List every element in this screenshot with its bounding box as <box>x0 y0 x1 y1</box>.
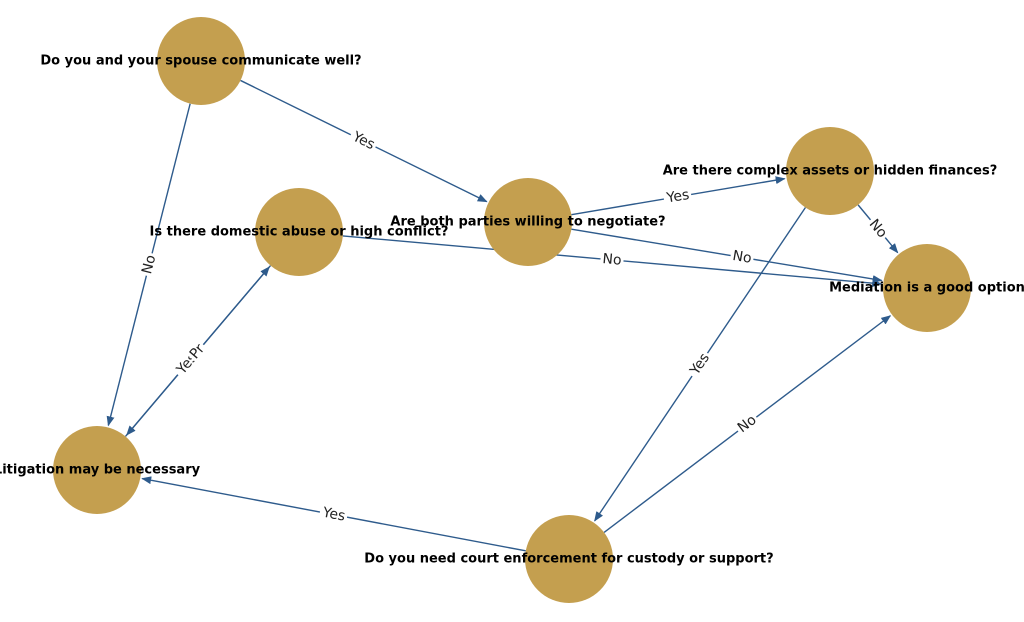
node-negotiate[interactable] <box>484 178 572 266</box>
edge-label-text: No <box>602 251 622 269</box>
node-label-litigation: Litigation may be necessary <box>0 463 201 478</box>
node-abuse[interactable] <box>255 188 343 276</box>
edge-label-text: No <box>866 216 890 241</box>
node-label-abuse: Is there domestic abuse or high conflict… <box>150 225 449 240</box>
edges-layer <box>106 79 899 552</box>
edge-label-background <box>137 251 161 278</box>
edge-label-text: No <box>731 248 752 267</box>
edge-label-background <box>346 126 380 156</box>
edge-label-text: Yes <box>320 505 346 525</box>
edge-label-abuse-to-mediation: No <box>599 249 625 270</box>
edge-label-enforcement-to-mediation: No <box>732 409 762 439</box>
edge-label-background <box>662 185 693 208</box>
node-label-mediation: Mediation is a good option <box>829 281 1024 296</box>
edge-label-text: No <box>735 412 760 436</box>
edge-label-text: No <box>139 253 159 275</box>
edge-label-background <box>184 338 211 365</box>
node-litigation[interactable] <box>53 426 141 514</box>
edge-label-background <box>863 214 893 244</box>
edge-label-assets-to-mediation: No <box>863 214 893 244</box>
edge-label-background <box>684 348 715 382</box>
edge-label-communicate-to-negotiate: Yes <box>346 126 380 156</box>
edge-label-text: Yes <box>665 187 691 207</box>
edge-label-background <box>318 503 349 526</box>
node-labels-layer: Do you and your spouse communicate well?… <box>0 54 1024 567</box>
edge-label-communicate-to-litigation: No <box>137 251 161 278</box>
edge-label-negotiate-to-mediation: No <box>729 246 755 269</box>
edge-label-enforcement-to-litigation: Yes <box>318 503 349 526</box>
edge-label-litigation-to-abuse: Pr <box>184 338 211 365</box>
node-label-negotiate: Are both parties willing to negotiate? <box>390 215 665 230</box>
edge-negotiate-to-mediation <box>571 228 883 283</box>
node-enforcement[interactable] <box>525 515 613 603</box>
node-label-enforcement: Do you need court enforcement for custod… <box>364 552 773 567</box>
edge-label-background <box>732 409 762 439</box>
edge-label-negotiate-to-assets: Yes <box>662 185 693 208</box>
node-communicate[interactable] <box>157 17 245 105</box>
edge-label-assets-to-enforcement: Yes <box>684 348 715 382</box>
node-label-communicate: Do you and your spouse communicate well? <box>40 54 361 69</box>
nodes-layer <box>53 17 971 603</box>
node-label-assets: Are there complex assets or hidden finan… <box>663 164 998 179</box>
edge-label-background <box>599 249 625 270</box>
node-mediation[interactable] <box>883 244 971 332</box>
edge-label-background <box>729 246 755 269</box>
node-assets[interactable] <box>786 127 874 215</box>
